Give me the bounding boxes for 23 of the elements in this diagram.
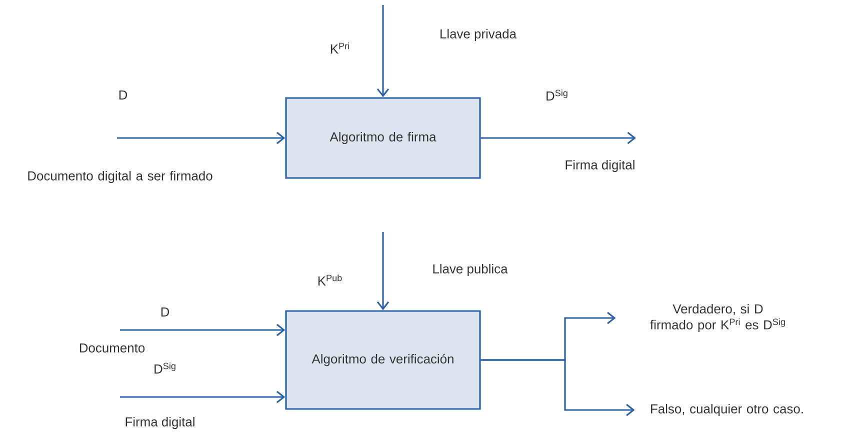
process-box: Algoritmo de verificación	[285, 310, 481, 410]
process-box: Algoritmo de firma	[285, 97, 481, 179]
arrow	[376, 232, 390, 310]
result-text: Falso, cualquier otro caso.	[651, 404, 803, 416]
label: Llave privada	[440, 28, 516, 42]
label: D$^{Sig}$	[154, 362, 176, 374]
label: D$^{Sig}$	[546, 90, 568, 100]
result-text: Verdadero, si D firmado por K$^{Pri}$ es D$^{Sig}$	[650, 304, 785, 332]
label: Firma digital	[566, 160, 634, 172]
arrow	[120, 324, 286, 336]
arrow	[117, 132, 286, 144]
label: D	[119, 90, 128, 100]
arrow	[480, 132, 636, 144]
label: Firma digital	[126, 416, 194, 430]
arrow	[376, 5, 390, 98]
label: K$^{Pub}$	[318, 274, 342, 286]
label: D	[161, 308, 170, 316]
label: K$^{Pri}$	[330, 42, 349, 54]
label: Llave publica	[433, 264, 508, 276]
arrow	[480, 359, 635, 416]
label: Documento digital a ser firmado	[28, 170, 212, 184]
arrow	[120, 390, 286, 404]
label: Documento	[80, 343, 145, 352]
